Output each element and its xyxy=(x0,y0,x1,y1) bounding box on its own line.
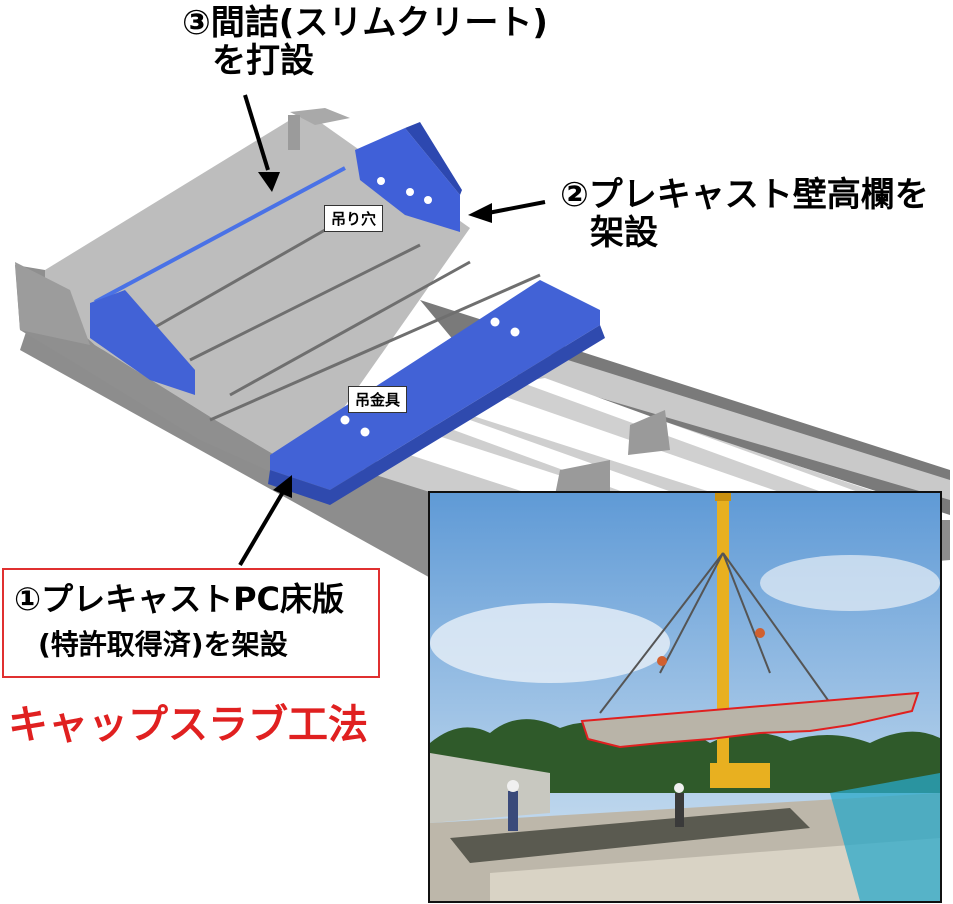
precast-wall-railing xyxy=(90,122,462,395)
step2-line2: 架設 xyxy=(590,213,658,253)
construction-photo-illustration xyxy=(430,493,940,901)
lifted-slab xyxy=(580,691,920,749)
step3-line2: を打設 xyxy=(212,41,314,81)
step1-box xyxy=(2,568,380,678)
step2-line1: ②プレキャスト壁高欄を xyxy=(560,175,929,215)
method-title: キャップスラブ工法 xyxy=(8,702,368,748)
construction-photo xyxy=(428,491,942,903)
step1-line2: (特許取得済)を架設 xyxy=(38,628,288,661)
joint-grout-line xyxy=(94,166,346,304)
lifting-hole-tag: 吊り穴 xyxy=(324,205,384,232)
step2-label: ②プレキャスト壁高欄を 架設 xyxy=(560,176,929,252)
step3-label: ③間詰(スリムクリート) を打設 xyxy=(182,4,548,80)
pointer-arrows xyxy=(238,94,546,567)
precast-pc-slab xyxy=(268,280,605,505)
step1-line1: ①プレキャストPC床版 xyxy=(14,580,345,618)
step3-line1: ③間詰(スリムクリート) xyxy=(182,3,548,43)
lifting-fitting-tag: 吊金具 xyxy=(348,386,408,413)
